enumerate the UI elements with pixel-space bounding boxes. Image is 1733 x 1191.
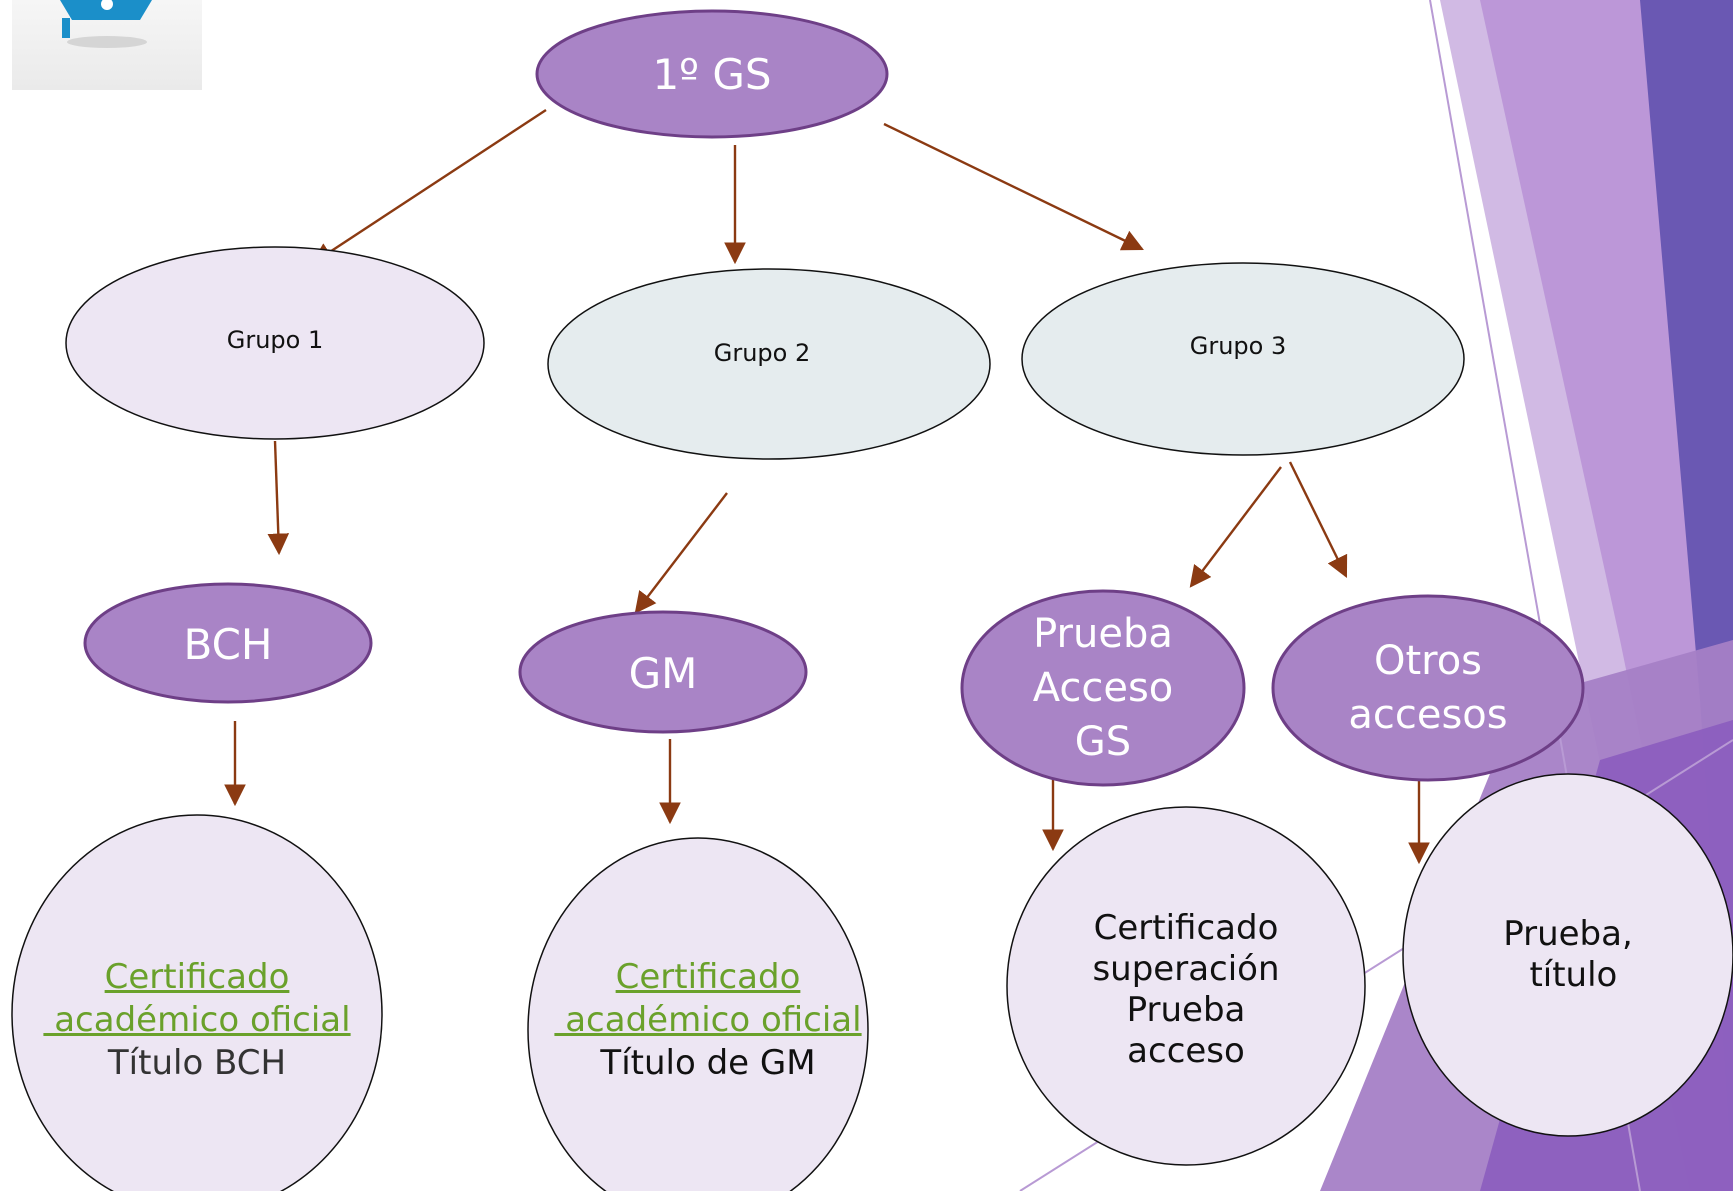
node-prueba-acceso-line-1: Prueba (1033, 611, 1173, 657)
node-gm-shape (518, 610, 808, 734)
node-grupo2-label: Grupo 2 (713, 339, 811, 367)
arrows (224, 108, 1430, 865)
node-bch-shape (83, 582, 373, 704)
node-root: 1º GS (537, 24, 887, 124)
node-gm-label: GM (628, 648, 698, 698)
node-otros-accesos-line-1: Otros (1373, 638, 1483, 684)
certificado-link-gm-line-1[interactable]: Certificado (615, 956, 801, 997)
req-prueba-line-1: Certificado (1093, 908, 1279, 948)
node-bch-label: BCH (183, 619, 273, 669)
graduation-cap-icon (60, 0, 152, 48)
node-otros-accesos-shape (1271, 594, 1585, 782)
node-grupo2: Grupo 2 (622, 323, 902, 383)
certificado-link-gm-line-2[interactable]: académico oficial (554, 999, 862, 1040)
node-root-label: 1º GS (652, 49, 772, 99)
node-grupo1-shape (65, 246, 485, 440)
node-req-gm: Certificado académico oficial Título de … (528, 950, 888, 1090)
node-grupo2-shape (547, 268, 991, 460)
titulo-bch-label: Título BCH (107, 1042, 287, 1083)
arrow-grupo1-bch (267, 440, 290, 556)
shapes (11, 9, 1733, 1191)
node-grupo3-shape (1021, 262, 1465, 456)
node-gm: GM (533, 638, 793, 708)
arrow-root-grupo1 (311, 108, 547, 265)
arrow-grupo2-gm (634, 492, 728, 614)
arrow-grupo3-prueba (1189, 466, 1282, 588)
node-otros-accesos: Otros accesos (1298, 628, 1558, 748)
arrow-grupo3-otros (1288, 461, 1348, 578)
node-grupo3-label: Grupo 3 (1189, 332, 1287, 360)
node-prueba-acceso-line-3: GS (1074, 719, 1132, 765)
node-bch: BCH (98, 609, 358, 679)
node-req-prueba: Certificado superación Prueba acceso (1036, 900, 1336, 1080)
node-grupo3: Grupo 3 (1098, 316, 1378, 376)
node-grupo1-label: Grupo 1 (226, 326, 324, 354)
deco-shape-dark (1640, 0, 1733, 1191)
node-otros-accesos-line-2: accesos (1348, 692, 1508, 738)
node-req-gm-shape (527, 837, 869, 1191)
node-grupo1: Grupo 1 (135, 310, 415, 370)
arrow-root-grupo3 (883, 122, 1144, 251)
logo (12, 0, 202, 90)
node-req-prueba-shape (1006, 806, 1366, 1166)
node-req-bch-shape (11, 814, 383, 1191)
certificado-link-bch-line-2[interactable]: académico oficial (43, 999, 351, 1040)
node-prueba-acceso-shape (960, 589, 1246, 787)
node-root-shape (535, 9, 889, 139)
node-req-otros-shape (1402, 773, 1733, 1137)
node-req-bch: Certificado académico oficial Título BCH (17, 950, 377, 1090)
node-prueba-acceso: Prueba Acceso GS (983, 603, 1223, 773)
req-otros-line-2: título (1518, 955, 1618, 995)
req-prueba-line-4: acceso (1127, 1031, 1245, 1071)
req-prueba-line-3: Prueba (1126, 990, 1246, 1030)
req-prueba-line-2: superación (1092, 949, 1280, 989)
req-otros-line-1: Prueba, (1503, 914, 1633, 954)
node-req-otros: Prueba, título (1438, 910, 1698, 1000)
titulo-gm-label: Título de GM (600, 1042, 816, 1083)
node-prueba-acceso-line-2: Acceso (1032, 665, 1174, 711)
certificado-link-bch-line-1[interactable]: Certificado (104, 956, 290, 997)
